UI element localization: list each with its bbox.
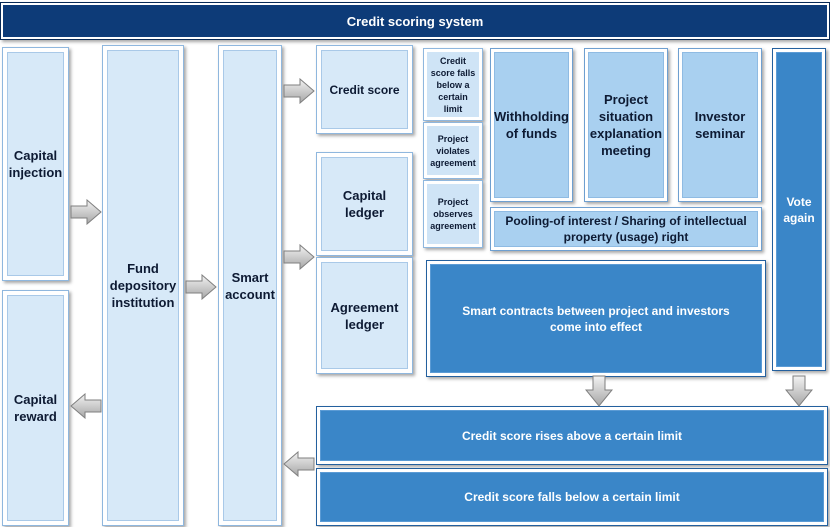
withholding-label: Withholding of funds xyxy=(494,109,569,141)
capital-reward-box: Capital reward xyxy=(2,290,69,526)
condition-falls-below-label: Credit score falls below a certain limit xyxy=(430,55,476,114)
condition-observes-box: Project observes agreement xyxy=(423,180,483,248)
rises-above-box: Credit score rises above a certain limit xyxy=(316,406,828,465)
credit-score-label: Credit score xyxy=(329,82,400,97)
smart-account-label: Smart account xyxy=(225,269,275,302)
condition-observes-label: Project observes agreement xyxy=(430,197,476,231)
vote-again-box: Vote again xyxy=(772,48,826,371)
arrow-right-icon xyxy=(283,78,315,104)
arrow-left-icon xyxy=(283,451,315,477)
capital-injection-box: Capital injection xyxy=(2,47,69,281)
diagram-title: Credit scoring system xyxy=(0,2,830,40)
capital-ledger-box: Capital ledger xyxy=(316,152,413,256)
fund-depository-label: Fund depository institution xyxy=(109,261,177,310)
arrow-right-icon xyxy=(70,199,102,225)
condition-falls-below-box: Credit score falls below a certain limit xyxy=(423,48,483,121)
capital-injection-label: Capital injection xyxy=(8,148,63,180)
arrow-left-icon xyxy=(70,393,102,419)
fund-depository-box: Fund depository institution xyxy=(102,45,184,526)
smart-account-box: Smart account xyxy=(218,45,282,526)
smart-contracts-box: Smart contracts between project and inve… xyxy=(426,260,766,377)
condition-violates-box: Project violates agreement xyxy=(423,122,483,179)
arrow-down-icon xyxy=(785,375,813,407)
rises-above-label: Credit score rises above a certain limit xyxy=(461,428,683,443)
arrow-down-icon xyxy=(585,375,613,407)
arrow-right-icon xyxy=(185,274,217,300)
arrow-right-icon xyxy=(283,244,315,270)
smart-contracts-label: Smart contracts between project and inve… xyxy=(462,303,730,334)
falls-below-label: Credit score falls below a certain limit xyxy=(464,490,680,504)
investor-seminar-box: Investor seminar xyxy=(678,48,762,202)
vote-again-label: Vote again xyxy=(783,194,815,225)
investor-seminar-label: Investor seminar xyxy=(694,109,746,141)
pooling-box: Pooling-of interest / Sharing of intelle… xyxy=(490,207,762,251)
condition-violates-label: Project violates agreement xyxy=(430,133,476,168)
agreement-ledger-label: Agreement ledger xyxy=(330,299,399,332)
pooling-label: Pooling-of interest / Sharing of intelle… xyxy=(505,214,747,244)
capital-reward-label: Capital reward xyxy=(13,392,58,424)
capital-ledger-label: Capital ledger xyxy=(342,188,387,220)
agreement-ledger-box: Agreement ledger xyxy=(316,257,413,374)
falls-below-box: Credit score falls below a certain limit xyxy=(316,468,828,526)
explanation-meeting-box: Project situation explanation meeting xyxy=(584,48,668,202)
withholding-box: Withholding of funds xyxy=(490,48,573,202)
explanation-meeting-label: Project situation explanation meeting xyxy=(589,92,663,158)
credit-score-box: Credit score xyxy=(316,45,413,134)
